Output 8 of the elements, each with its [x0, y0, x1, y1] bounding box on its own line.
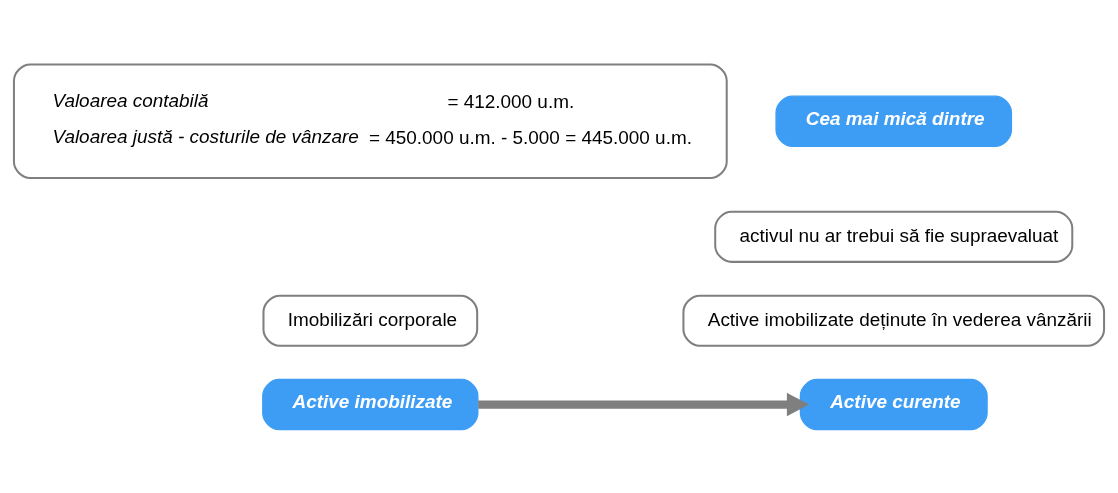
- node-box: Valoarea contabilă = 412.000 u.m. Valoarea justă - costurile de vânzare = 450.000 u.m. - 5.000 = 445.000 u.m.: [12, 62, 728, 179]
- node-box: Imobilizări corporale: [262, 294, 479, 347]
- arrow: [478, 392, 810, 416]
- node-box: Active imobilizate: [262, 378, 479, 430]
- node-box: Active imobilizate deținute în vederea vânzării: [682, 294, 1106, 347]
- node-box: activul nu ar trebui să fie supraevaluat: [714, 210, 1074, 263]
- node-box: Active curente: [799, 378, 988, 430]
- node-box: Cea mai mică dintre: [775, 95, 1013, 147]
